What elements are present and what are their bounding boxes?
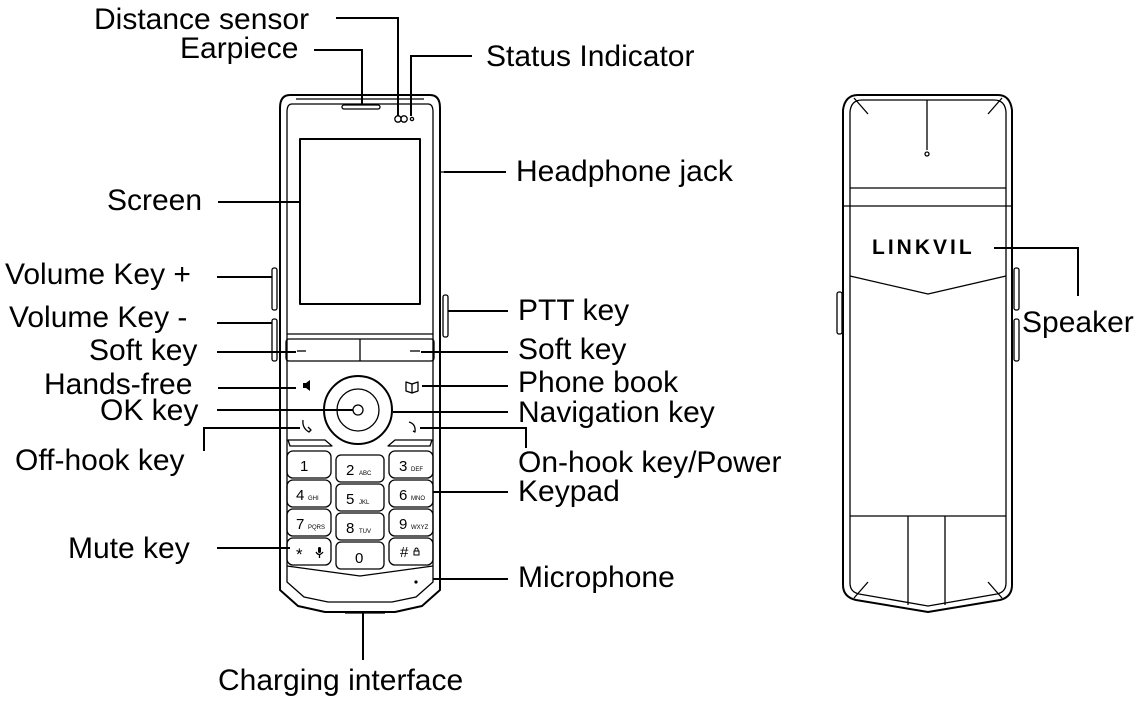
label-phone-book: Phone book <box>518 366 679 399</box>
label-microphone: Microphone <box>518 561 675 594</box>
labels: Distance sensor Earpiece Status Indicato… <box>5 3 1134 697</box>
key-2-digit[interactable]: 2 <box>346 462 354 479</box>
key-3-digit[interactable]: 3 <box>399 458 407 475</box>
label-soft-key-right: Soft key <box>518 333 626 366</box>
label-volume-down: Volume Key - <box>9 301 187 334</box>
brand-logo: LINKVIL <box>872 236 975 259</box>
label-ok-key: OK key <box>100 394 198 427</box>
ptt-side-key[interactable] <box>442 294 449 338</box>
label-navigation-key: Navigation key <box>518 396 715 429</box>
speaker-icon <box>303 380 310 391</box>
label-hands-free: Hands-free <box>44 368 192 401</box>
key-8-letters: TUV <box>359 529 371 535</box>
phone-back: LINKVIL <box>836 94 1020 613</box>
label-speaker: Speaker <box>1022 306 1134 339</box>
label-off-hook-key: Off-hook key <box>15 444 185 477</box>
microphone-hole <box>414 580 418 584</box>
volume-down-key[interactable] <box>271 318 278 362</box>
key-5-letters: JKL <box>359 500 370 506</box>
key-7-letters: PQRS <box>308 525 325 531</box>
key-4-digit[interactable]: 4 <box>296 487 304 504</box>
screen <box>299 138 421 305</box>
key-3-letters: DEF <box>411 467 423 473</box>
label-mute-key: Mute key <box>68 532 190 565</box>
label-status-indicator: Status Indicator <box>486 40 694 73</box>
call-icon <box>302 419 312 433</box>
key-4-letters: GHI <box>308 496 319 502</box>
label-headphone-jack: Headphone jack <box>516 155 734 188</box>
key-1-digit[interactable]: 1 <box>300 458 308 475</box>
mute-icon <box>315 547 324 558</box>
label-ptt-key: PTT key <box>518 294 629 327</box>
key-9-letters: WXYZ <box>411 525 429 531</box>
volume-up-key[interactable] <box>271 267 278 311</box>
key-9-digit[interactable]: 9 <box>399 516 407 533</box>
label-soft-key-left: Soft key <box>89 334 197 367</box>
label-on-hook-key: On-hook key/Power <box>518 446 781 479</box>
leader-lines <box>203 17 1079 660</box>
key-8-digit[interactable]: 8 <box>346 520 354 537</box>
key-2-letters: ABC <box>359 471 372 477</box>
end-call-icon <box>408 421 416 433</box>
key-5-digit[interactable]: 5 <box>346 491 354 508</box>
label-screen: Screen <box>107 184 202 217</box>
key-0-digit[interactable]: 0 <box>355 550 363 567</box>
key-7-digit[interactable]: 7 <box>296 516 304 533</box>
key-6-letters: MNO <box>411 496 425 502</box>
key-6-digit[interactable]: 6 <box>399 487 407 504</box>
key-star-digit[interactable]: * <box>296 545 303 564</box>
label-keypad: Keypad <box>518 475 620 508</box>
label-charging-interface: Charging interface <box>218 664 463 697</box>
label-earpiece: Earpiece <box>180 32 298 65</box>
keypad: 1 2 ABC 3 DEF 4 GHI 5 JKL 6 MNO 7 PQRS 8… <box>286 450 434 577</box>
label-distance-sensor: Distance sensor <box>94 3 309 36</box>
lock-icon <box>413 547 420 556</box>
phone-front: 1 2 ABC 3 DEF 4 GHI 5 JKL 6 MNO 7 PQRS 8… <box>271 94 449 614</box>
book-icon <box>405 381 419 394</box>
key-hash-digit[interactable]: # <box>400 544 409 561</box>
label-volume-up: Volume Key + <box>5 258 191 291</box>
